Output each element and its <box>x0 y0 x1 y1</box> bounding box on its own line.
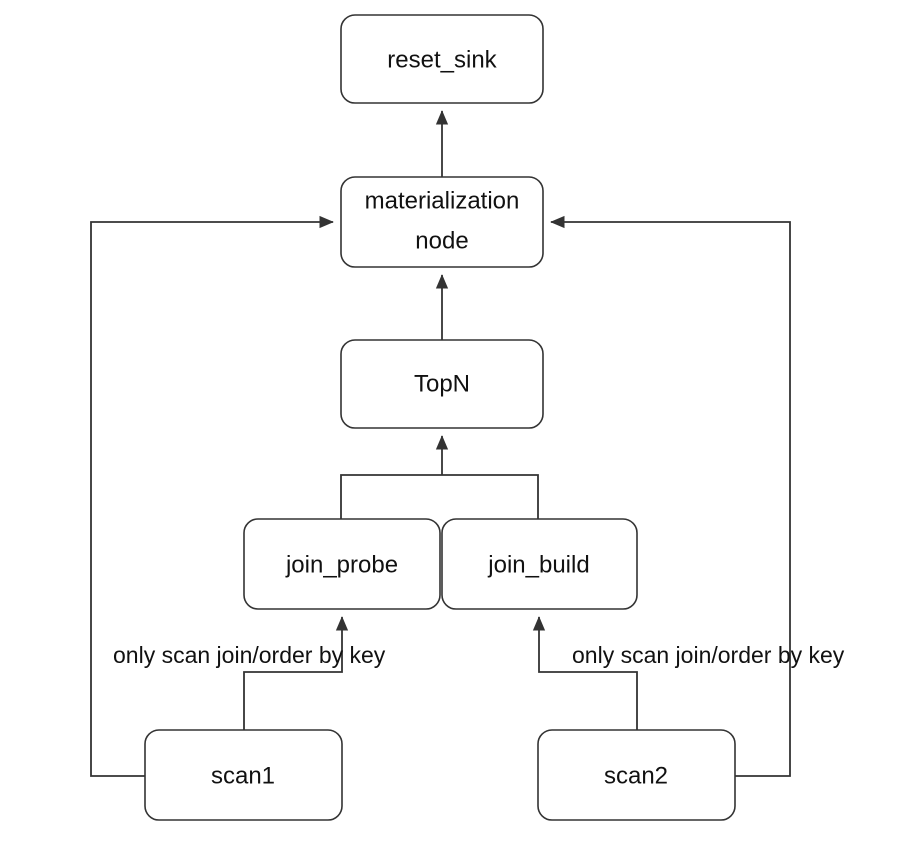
node-reset-sink[interactable]: reset_sink <box>340 14 544 104</box>
node-materialization-box[interactable] <box>340 176 544 268</box>
node-materialization[interactable]: materialization node <box>340 176 544 268</box>
edge-scan1-to-join-probe <box>243 616 349 730</box>
edge-scan2-to-join-build <box>532 616 638 730</box>
node-materialization-label-line2: node <box>415 227 468 254</box>
node-reset-sink-label: reset_sink <box>387 46 497 73</box>
node-join-build-label: join_build <box>487 551 589 578</box>
node-topn[interactable]: TopN <box>340 339 544 429</box>
node-scan1-label: scan1 <box>211 762 275 789</box>
node-reset-sink-box[interactable] <box>340 14 544 104</box>
node-join-probe[interactable]: join_probe <box>243 518 441 610</box>
node-materialization-label-line1: materialization <box>365 187 520 214</box>
node-join-build-box[interactable] <box>441 518 638 610</box>
node-topn-label: TopN <box>414 370 470 397</box>
node-scan2-box[interactable] <box>537 729 736 821</box>
node-join-probe-label: join_probe <box>285 551 398 578</box>
edge-label-left: only scan join/order by key <box>113 642 386 668</box>
node-scan2[interactable]: scan2 <box>537 729 736 821</box>
edge-scan1-to-materialization <box>90 215 334 777</box>
node-topn-box[interactable] <box>340 339 544 429</box>
node-join-build[interactable]: join_build <box>441 518 638 610</box>
edge-label-right: only scan join/order by key <box>572 642 845 668</box>
node-scan2-label: scan2 <box>604 762 668 789</box>
edge-joins-to-topn <box>340 435 539 519</box>
node-scan1[interactable]: scan1 <box>144 729 343 821</box>
node-join-probe-box[interactable] <box>243 518 441 610</box>
edge-scan2-to-materialization <box>550 215 791 777</box>
node-scan1-box[interactable] <box>144 729 343 821</box>
